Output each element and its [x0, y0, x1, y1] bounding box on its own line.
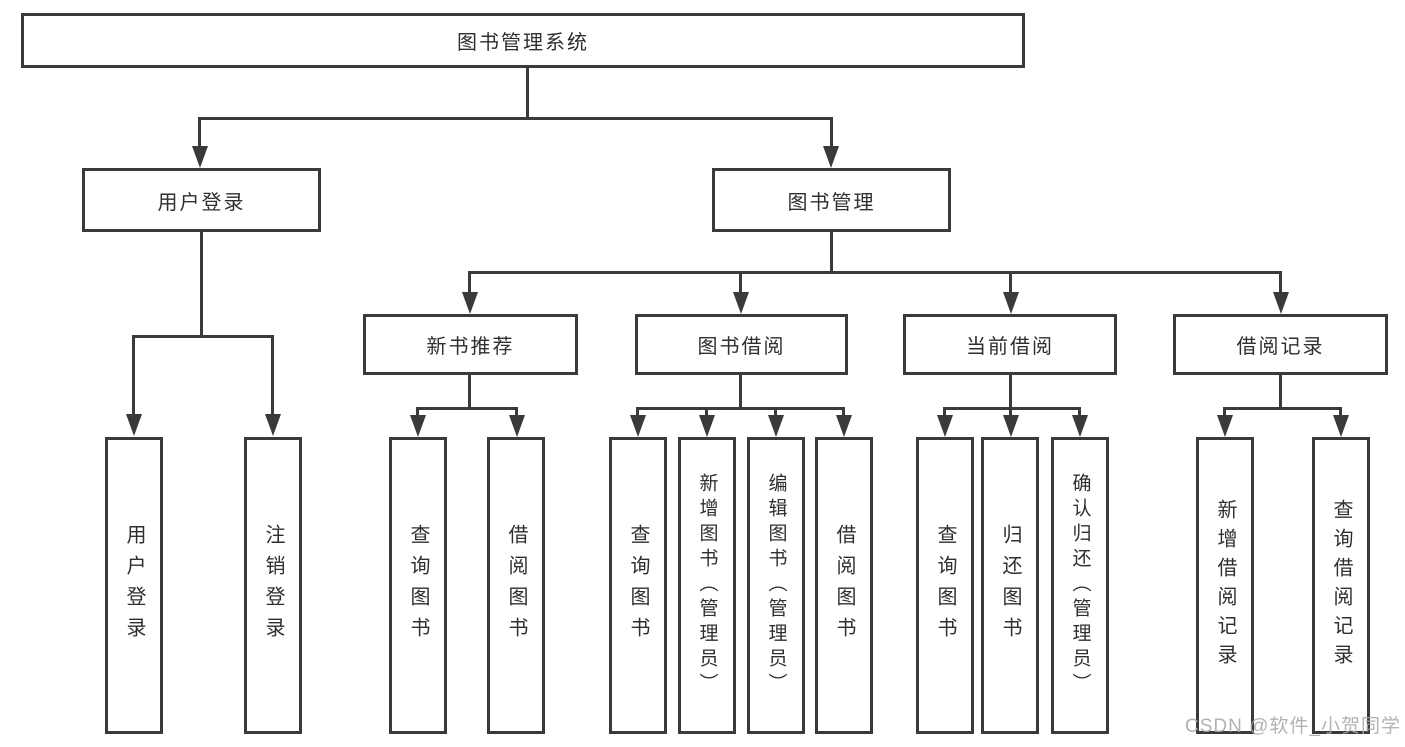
- node-new-books: 新书推荐: [363, 314, 578, 375]
- csdn-watermark: CSDN @软件_小贺同学: [1185, 716, 1401, 737]
- arrow-down-icon: [937, 415, 953, 437]
- arrow-down-icon: [768, 415, 784, 437]
- leaf-current-query: 查询图书: [916, 437, 974, 734]
- arrow-down-icon: [699, 415, 715, 437]
- leaf-newbooks-query: 查询图书: [389, 437, 447, 734]
- connector-line: [842, 407, 845, 419]
- leaf-borrow-borrow-label: 借阅图书: [833, 523, 855, 648]
- connector-line: [1078, 407, 1081, 419]
- node-borrow-records-label: 借阅记录: [1236, 336, 1325, 358]
- leaf-current-return: 归还图书: [981, 437, 1039, 734]
- leaf-user-login: 用户登录: [105, 437, 163, 734]
- leaf-borrow-add-admin-label: 新增图书（管理员）: [696, 473, 718, 698]
- connector-line: [1339, 407, 1342, 419]
- arrow-down-icon: [126, 414, 142, 436]
- arrow-down-icon: [1003, 415, 1019, 437]
- connector-line: [1009, 375, 1012, 410]
- arrow-down-icon: [1333, 415, 1349, 437]
- connector-line: [636, 407, 845, 410]
- node-user-login: 用户登录: [82, 168, 321, 232]
- connector-line: [526, 68, 529, 120]
- node-book-mgmt-label: 图书管理: [787, 191, 876, 214]
- connector-line: [830, 232, 833, 274]
- leaf-borrow-edit-admin-label: 编辑图书（管理员）: [765, 473, 787, 698]
- node-root: 图书管理系统: [21, 13, 1025, 68]
- leaf-records-query-label: 查询借阅记录: [1330, 498, 1352, 673]
- leaf-newbooks-borrow-label: 借阅图书: [505, 523, 527, 648]
- connector-line: [1279, 271, 1282, 296]
- connector-line: [636, 407, 639, 419]
- connector-line: [1009, 407, 1012, 419]
- arrow-down-icon: [192, 146, 208, 168]
- leaf-newbooks-query-label: 查询图书: [407, 523, 429, 648]
- leaf-newbooks-borrow: 借阅图书: [487, 437, 545, 734]
- connector-line: [468, 271, 471, 296]
- connector-line: [1223, 407, 1342, 410]
- arrow-down-icon: [630, 415, 646, 437]
- leaf-current-query-label: 查询图书: [934, 523, 956, 648]
- leaf-logout-label: 注销登录: [262, 523, 284, 648]
- node-borrow-records: 借阅记录: [1173, 314, 1388, 375]
- connector-line: [416, 407, 419, 419]
- leaf-current-return-label: 归还图书: [999, 523, 1021, 648]
- node-current-borrow: 当前借阅: [903, 314, 1117, 375]
- connector-line: [271, 335, 274, 417]
- node-current-borrow-label: 当前借阅: [966, 336, 1054, 358]
- leaf-user-login-label: 用户登录: [123, 523, 145, 648]
- connector-line: [943, 407, 946, 419]
- arrow-down-icon: [410, 415, 426, 437]
- leaf-current-confirm-admin-label: 确认归还（管理员）: [1069, 473, 1091, 698]
- connector-line: [830, 117, 833, 150]
- connector-line: [739, 271, 742, 296]
- connector-line: [200, 232, 203, 338]
- arrow-down-icon: [265, 414, 281, 436]
- connector-line: [1279, 375, 1282, 410]
- connector-line: [132, 335, 135, 417]
- arrow-down-icon: [1273, 292, 1289, 314]
- connector-line: [1223, 407, 1226, 419]
- connector-line: [468, 271, 1282, 274]
- arrow-down-icon: [462, 292, 478, 314]
- connector-line: [943, 407, 1081, 410]
- node-book-mgmt: 图书管理: [712, 168, 951, 232]
- arrow-down-icon: [1072, 415, 1088, 437]
- connector-line: [1009, 271, 1012, 296]
- connector-line: [705, 407, 708, 419]
- node-book-borrow: 图书借阅: [635, 314, 848, 375]
- connector-line: [198, 117, 201, 150]
- leaf-records-query: 查询借阅记录: [1312, 437, 1370, 734]
- connector-line: [198, 117, 832, 120]
- connector-line: [774, 407, 777, 419]
- leaf-records-add: 新增借阅记录: [1196, 437, 1254, 734]
- leaf-borrow-edit-admin: 编辑图书（管理员）: [747, 437, 805, 734]
- arrow-down-icon: [1217, 415, 1233, 437]
- leaf-borrow-borrow: 借阅图书: [815, 437, 873, 734]
- arrow-down-icon: [509, 415, 525, 437]
- leaf-logout: 注销登录: [244, 437, 302, 734]
- arrow-down-icon: [733, 292, 749, 314]
- arrow-down-icon: [1003, 292, 1019, 314]
- node-root-label: 图书管理系统: [457, 32, 589, 54]
- connector-line: [468, 375, 471, 410]
- leaf-borrow-add-admin: 新增图书（管理员）: [678, 437, 736, 734]
- connector-line: [132, 335, 274, 338]
- node-user-login-label: 用户登录: [157, 191, 246, 214]
- node-book-borrow-label: 图书借阅: [697, 336, 786, 358]
- connector-line: [515, 407, 518, 419]
- leaf-current-confirm-admin: 确认归还（管理员）: [1051, 437, 1109, 734]
- leaf-borrow-query-label: 查询图书: [627, 523, 649, 648]
- connector-line: [416, 407, 518, 410]
- leaf-records-add-label: 新增借阅记录: [1214, 498, 1236, 673]
- arrow-down-icon: [823, 146, 839, 168]
- connector-line: [739, 375, 742, 410]
- arrow-down-icon: [836, 415, 852, 437]
- node-new-books-label: 新书推荐: [426, 336, 515, 358]
- leaf-borrow-query: 查询图书: [609, 437, 667, 734]
